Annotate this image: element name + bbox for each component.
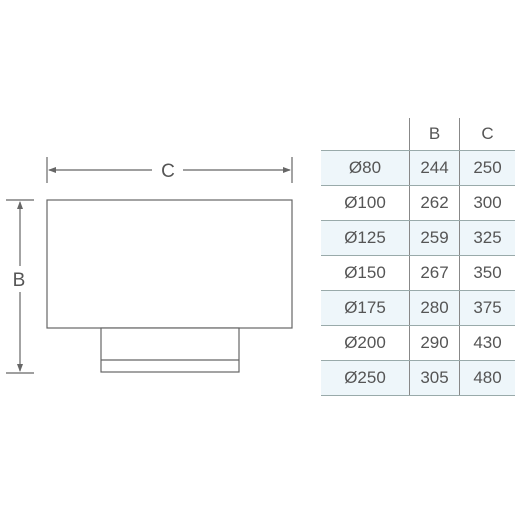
cell-c: 325 xyxy=(459,220,515,256)
cell-b: 259 xyxy=(409,220,460,256)
cell-size: Ø150 xyxy=(321,255,410,291)
dimension-b-arrow-top xyxy=(17,201,23,209)
cell-c: 430 xyxy=(459,325,515,361)
cell-c: 375 xyxy=(459,290,515,326)
cell-size: Ø200 xyxy=(321,325,410,361)
dimension-c-arrow-left xyxy=(48,167,56,173)
header-size xyxy=(321,118,410,151)
cell-c: 480 xyxy=(459,360,515,396)
cell-size: Ø80 xyxy=(321,150,410,186)
dimension-b-arrow-bottom xyxy=(17,364,23,372)
cap-outline xyxy=(46,199,293,373)
table-row: Ø200 290 430 xyxy=(321,325,515,361)
table-row: Ø250 305 480 xyxy=(321,360,515,396)
dimension-b-label: B xyxy=(13,270,26,291)
cell-size: Ø250 xyxy=(321,360,410,396)
cell-b: 290 xyxy=(409,325,460,361)
table-row: Ø150 267 350 xyxy=(321,255,515,291)
cell-size: Ø175 xyxy=(321,290,410,326)
cell-b: 305 xyxy=(409,360,460,396)
table-row: Ø125 259 325 xyxy=(321,220,515,256)
cell-size: Ø100 xyxy=(321,185,410,221)
table-row: Ø175 280 375 xyxy=(321,290,515,326)
dimension-table: B C Ø80 244 250 Ø100 262 300 Ø125 259 32… xyxy=(321,118,515,396)
dimension-c-arrow-right xyxy=(283,167,291,173)
cell-c: 350 xyxy=(459,255,515,291)
dimension-c xyxy=(46,157,293,183)
cap-collar xyxy=(100,327,240,373)
header-b: B xyxy=(409,118,460,151)
table-row: Ø100 262 300 xyxy=(321,185,515,221)
cell-b: 280 xyxy=(409,290,460,326)
dimension-c-label: C xyxy=(161,161,175,182)
cell-c: 250 xyxy=(459,150,515,186)
dimension-b-label-bg xyxy=(8,266,32,292)
cell-c: 300 xyxy=(459,185,515,221)
table-header-row: B C xyxy=(321,118,515,151)
header-c: C xyxy=(459,118,515,151)
cell-b: 244 xyxy=(409,150,460,186)
cell-b: 267 xyxy=(409,255,460,291)
cell-size: Ø125 xyxy=(321,220,410,256)
cell-b: 262 xyxy=(409,185,460,221)
cap-body xyxy=(46,199,293,329)
table-row: Ø80 244 250 xyxy=(321,150,515,186)
